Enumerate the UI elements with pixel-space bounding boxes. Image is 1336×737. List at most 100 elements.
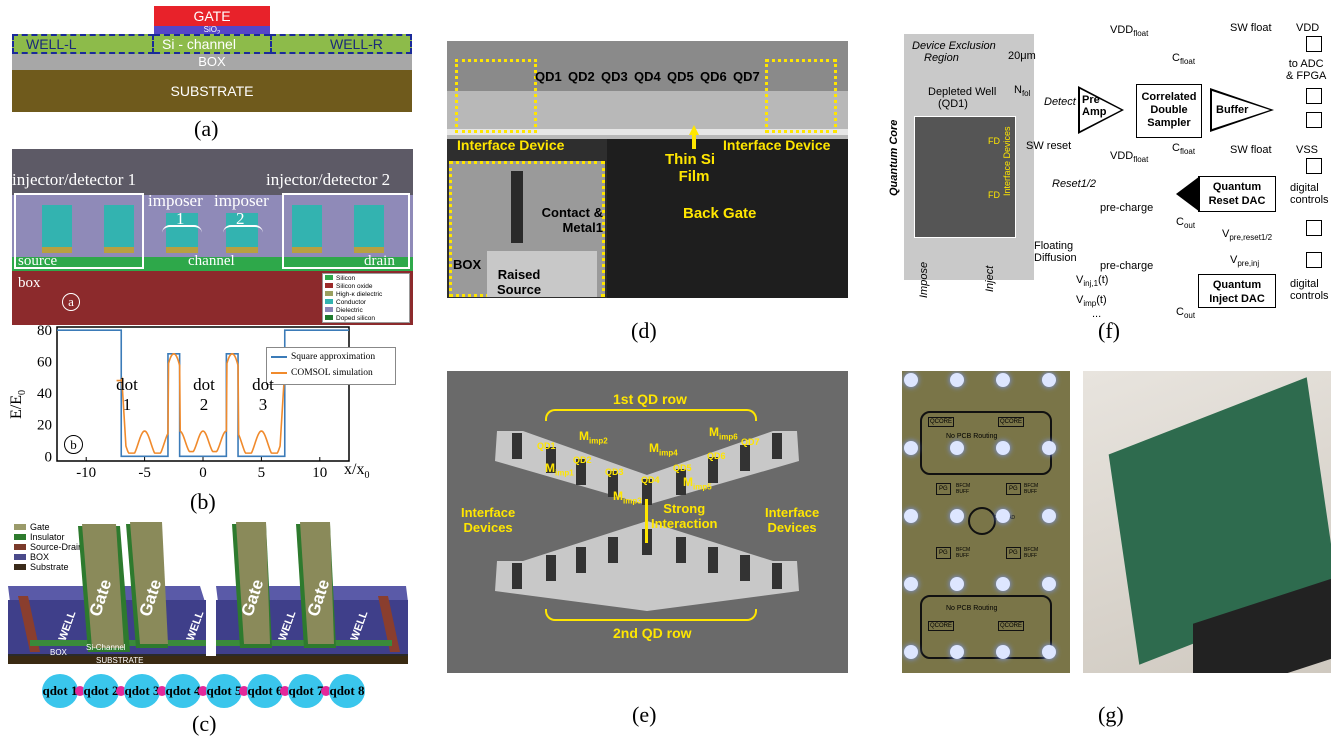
injector-1-frame bbox=[14, 193, 144, 269]
material-item: Silicon bbox=[325, 275, 407, 283]
dot-3-word: dot bbox=[252, 375, 274, 394]
vinj-sub: inj,1 bbox=[1083, 279, 1099, 289]
vdd-label: VDD bbox=[1296, 22, 1320, 34]
pillar-6-base bbox=[354, 247, 384, 253]
qcore-3: QCORE bbox=[928, 621, 955, 631]
well-r-label: WELL-R bbox=[330, 36, 383, 52]
xlabel: x/x bbox=[344, 461, 365, 478]
qdot-circle: qdot 7 bbox=[288, 674, 324, 708]
thin-si: Thin Si bbox=[665, 151, 715, 168]
pillar-4-base bbox=[226, 247, 258, 253]
inset-source bbox=[487, 251, 597, 297]
float-sub: float bbox=[1133, 29, 1149, 39]
pre-reset-sub: pre,reset1/2 bbox=[1229, 233, 1273, 243]
pillar-6 bbox=[354, 205, 384, 251]
material-label: Silicon bbox=[336, 275, 356, 282]
fin-device bbox=[8, 522, 408, 664]
material-label: Silicon oxide bbox=[336, 283, 373, 290]
qd-label: QD6 bbox=[700, 69, 727, 84]
c-legend-item: Substrate bbox=[14, 562, 83, 572]
sio2-sub: 2 bbox=[217, 31, 220, 37]
pad-inj bbox=[1306, 252, 1322, 268]
caption-d: (d) bbox=[631, 318, 657, 343]
e-gate-bar bbox=[512, 433, 522, 459]
brace-1 bbox=[162, 225, 202, 233]
film: Film bbox=[678, 168, 710, 185]
c-legend-swatch bbox=[14, 564, 26, 570]
pillar-4 bbox=[226, 213, 258, 251]
x-axis-title: x/x0 bbox=[344, 461, 369, 481]
pillar-3-base bbox=[166, 247, 198, 253]
ylabel: E/E bbox=[8, 395, 25, 419]
e-brace-top bbox=[545, 409, 757, 421]
drain-label: drain bbox=[364, 253, 395, 269]
qd-label: QD4 bbox=[634, 69, 661, 84]
contact: Contact & bbox=[541, 205, 603, 220]
qcore-bottom-frame bbox=[920, 595, 1052, 659]
m: M bbox=[683, 475, 693, 489]
c-float-bottom: Cfloat bbox=[1172, 142, 1195, 156]
material-label: High-κ dielectric bbox=[336, 291, 383, 298]
e-row2 bbox=[495, 521, 799, 611]
legend-comsol-label: COMSOL simulation bbox=[291, 368, 373, 378]
vss-label: VSS bbox=[1296, 144, 1319, 156]
preamp1: Pre bbox=[1082, 94, 1100, 106]
c-legend-swatch bbox=[14, 544, 26, 550]
fd-label-1: FD bbox=[988, 136, 1000, 146]
thin-si-arrow-stem bbox=[692, 133, 696, 149]
legend-square: Square approximation bbox=[271, 352, 375, 362]
material-label: Dielectric bbox=[336, 307, 363, 314]
panel-g-photo bbox=[1083, 371, 1331, 673]
nfol: N bbox=[1014, 84, 1022, 96]
to-adc1: to ADC bbox=[1288, 58, 1324, 70]
inject-dac1: Quantum bbox=[1212, 279, 1262, 291]
e-qd3: QD3 bbox=[605, 467, 624, 477]
inset-contact bbox=[511, 171, 523, 243]
floating1: Floating bbox=[1034, 240, 1074, 252]
injector-1-label: injector/detector 1 bbox=[12, 170, 137, 189]
marker-a: a bbox=[62, 293, 80, 311]
digital-r1: digital bbox=[1290, 182, 1319, 194]
vimp-v: V bbox=[1076, 294, 1084, 306]
c-legend-label: Substrate bbox=[30, 562, 69, 572]
qd-label: QD5 bbox=[667, 69, 694, 84]
coupling-dot bbox=[321, 686, 331, 696]
c-legend-item: Gate bbox=[14, 522, 83, 532]
d-interface-right: Interface Device bbox=[723, 137, 831, 153]
qcore-4: QCORE bbox=[998, 621, 1025, 631]
c-float-top: Cfloat bbox=[1172, 52, 1195, 66]
b-legend: Square approximation COMSOL simulation bbox=[266, 347, 396, 385]
cds2: Double bbox=[1150, 104, 1188, 116]
qd-label: QD2 bbox=[568, 69, 595, 84]
qdot-circle: qdot 8 bbox=[329, 674, 365, 708]
e-gate-bar bbox=[740, 445, 750, 471]
vdd-float-bottom: VDDfloat bbox=[1110, 150, 1148, 164]
pillar-1 bbox=[42, 205, 72, 251]
pg-2: PG bbox=[1006, 483, 1021, 495]
caption-g: (g) bbox=[1098, 702, 1124, 727]
out-sub: out bbox=[1183, 221, 1196, 231]
e-gate-bar bbox=[512, 563, 522, 589]
d-si-film bbox=[447, 129, 848, 135]
e-gate-bar bbox=[642, 479, 652, 505]
precharge-2: pre-charge bbox=[1100, 260, 1154, 272]
e-brace-bottom bbox=[545, 609, 757, 621]
v-pre-inj: Vpre,inj bbox=[1230, 254, 1259, 268]
pad-adc-1 bbox=[1306, 88, 1322, 104]
digital-r2: controls bbox=[1290, 194, 1329, 206]
c-legend-item: Source-Drain bbox=[14, 542, 83, 552]
imp6: imp6 bbox=[719, 432, 738, 442]
material-label: Doped silicon bbox=[336, 315, 376, 322]
bond-pad bbox=[1042, 509, 1056, 523]
pillar-2 bbox=[104, 205, 134, 251]
bond-pad bbox=[996, 373, 1010, 387]
strong: Strong bbox=[663, 501, 706, 516]
e-structure bbox=[495, 431, 799, 611]
precharge-1: pre-charge bbox=[1100, 202, 1154, 214]
